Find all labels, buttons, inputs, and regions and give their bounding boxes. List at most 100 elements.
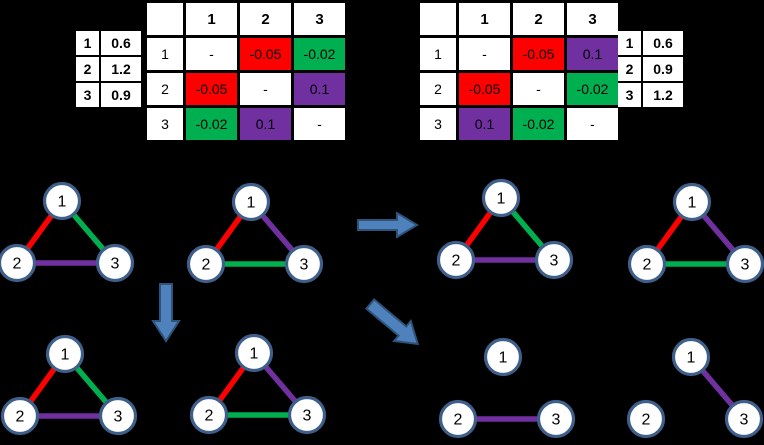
- matrix-value-cell: -: [186, 38, 237, 70]
- matrix-value-cell: -0.05: [513, 38, 564, 70]
- matrix-value-cell: -: [240, 73, 291, 105]
- node-label-2: 2: [13, 256, 22, 273]
- matrix-value-cell: 0.1: [240, 108, 291, 140]
- node-circle-1: [231, 182, 271, 222]
- arrow-down-right-icon: [364, 298, 420, 346]
- node-label-3: 3: [114, 409, 123, 426]
- node-id-cell: 2: [76, 57, 99, 81]
- matrix-corner-cell: [147, 3, 183, 35]
- node-label-1: 1: [688, 195, 697, 212]
- graph-bottom-second: 1 2 3: [189, 333, 327, 435]
- node-circle-3: [284, 244, 324, 284]
- node-circle-3: [725, 244, 764, 284]
- node-value-cell: 1.2: [643, 83, 683, 107]
- matrix-col-header: 2: [513, 3, 564, 35]
- node-circle-1: [45, 334, 85, 374]
- matrix-value-cell: -0.02: [567, 73, 618, 105]
- node-id-cell: 1: [76, 31, 99, 55]
- node-label-1: 1: [58, 194, 67, 211]
- matrix-col-header: 1: [459, 3, 510, 35]
- matrix-value-cell: -0.02: [513, 108, 564, 140]
- matrix-col-header: 3: [567, 3, 618, 35]
- node-circle-3: [95, 243, 135, 283]
- graph-bottom-left: 1 2 3: [0, 334, 138, 436]
- node-id-cell: 2: [618, 57, 641, 81]
- node-circle-2: [0, 396, 40, 436]
- matrix-value-cell: -: [567, 108, 618, 140]
- matrix-row-header: 2: [420, 73, 456, 105]
- matrix-row-header: 3: [420, 108, 456, 140]
- node-circle-1: [481, 178, 521, 218]
- matrix-col-header: 3: [294, 3, 345, 35]
- matrix-value-cell: -0.02: [186, 108, 237, 140]
- node-circle-1: [234, 333, 274, 373]
- node-value-cell: 0.9: [643, 57, 683, 81]
- node-id-cell: 1: [618, 31, 641, 55]
- matrix-value-cell: 0.1: [294, 73, 345, 105]
- node-label-1: 1: [250, 346, 259, 363]
- node-circle-2: [627, 244, 667, 284]
- matrix-row-header: 3: [147, 108, 183, 140]
- node-label-3: 3: [303, 408, 312, 425]
- node-value-cell: 0.9: [101, 83, 141, 107]
- node-circle-3: [98, 396, 138, 436]
- node-id-cell: 3: [618, 83, 641, 107]
- node-circle-2: [626, 399, 666, 439]
- arrow-right-icon: [357, 211, 419, 239]
- node-circle-3: [724, 399, 764, 439]
- matrix-col-header: 2: [240, 3, 291, 35]
- matrix-value-cell: -0.05: [186, 73, 237, 105]
- node-circle-2: [186, 244, 226, 284]
- matrix-value-cell: -0.02: [294, 38, 345, 70]
- node-label-2: 2: [452, 253, 461, 270]
- node-circle-1: [671, 337, 711, 377]
- graph-bottom-right: 1 2 3: [626, 337, 764, 439]
- arrow-down-icon: [151, 283, 181, 343]
- node-circle-2: [189, 395, 229, 435]
- node-label-2: 2: [454, 412, 463, 429]
- node-label-3: 3: [111, 256, 120, 273]
- node-id-cell: 3: [76, 83, 99, 107]
- node-label-2: 2: [205, 408, 214, 425]
- node-label-1: 1: [61, 347, 70, 364]
- node-label-3: 3: [740, 412, 749, 429]
- matrix-corner-cell: [420, 3, 456, 35]
- node-circle-1: [42, 181, 82, 221]
- graph-top-third: 1 2 3: [436, 178, 574, 280]
- node-circle-2: [436, 240, 476, 280]
- node-label-2: 2: [202, 257, 211, 274]
- node-circle-1: [483, 337, 523, 377]
- node-label-2: 2: [16, 409, 25, 426]
- node-label-1: 1: [497, 191, 506, 208]
- node-circle-2: [0, 243, 37, 283]
- matrix-value-cell: -0.05: [459, 73, 510, 105]
- matrix-row-header: 1: [147, 38, 183, 70]
- matrix-row-header: 2: [147, 73, 183, 105]
- node-value-cell: 0.6: [643, 31, 683, 55]
- matrix-value-cell: -: [294, 108, 345, 140]
- graph-top-second: 1 2 3: [186, 182, 324, 284]
- node-circle-3: [534, 240, 574, 280]
- node-label-3: 3: [300, 257, 309, 274]
- node-circle-3: [287, 395, 327, 435]
- graph-top-left: 1 2 3: [0, 181, 135, 283]
- node-label-3: 3: [741, 257, 750, 274]
- node-label-1: 1: [687, 350, 696, 367]
- matrix-value-cell: 0.1: [567, 38, 618, 70]
- node-value-cell: 1.2: [101, 57, 141, 81]
- node-label-2: 2: [643, 257, 652, 274]
- node-value-cell: 0.6: [101, 31, 141, 55]
- node-label-3: 3: [550, 253, 559, 270]
- matrix-value-cell: -0.05: [240, 38, 291, 70]
- node-label-1: 1: [247, 195, 256, 212]
- node-circle-1: [672, 182, 712, 222]
- matrix-row-header: 1: [420, 38, 456, 70]
- node-label-2: 2: [642, 412, 651, 429]
- node-circle-2: [438, 399, 478, 439]
- matrix-value-cell: 0.1: [459, 108, 510, 140]
